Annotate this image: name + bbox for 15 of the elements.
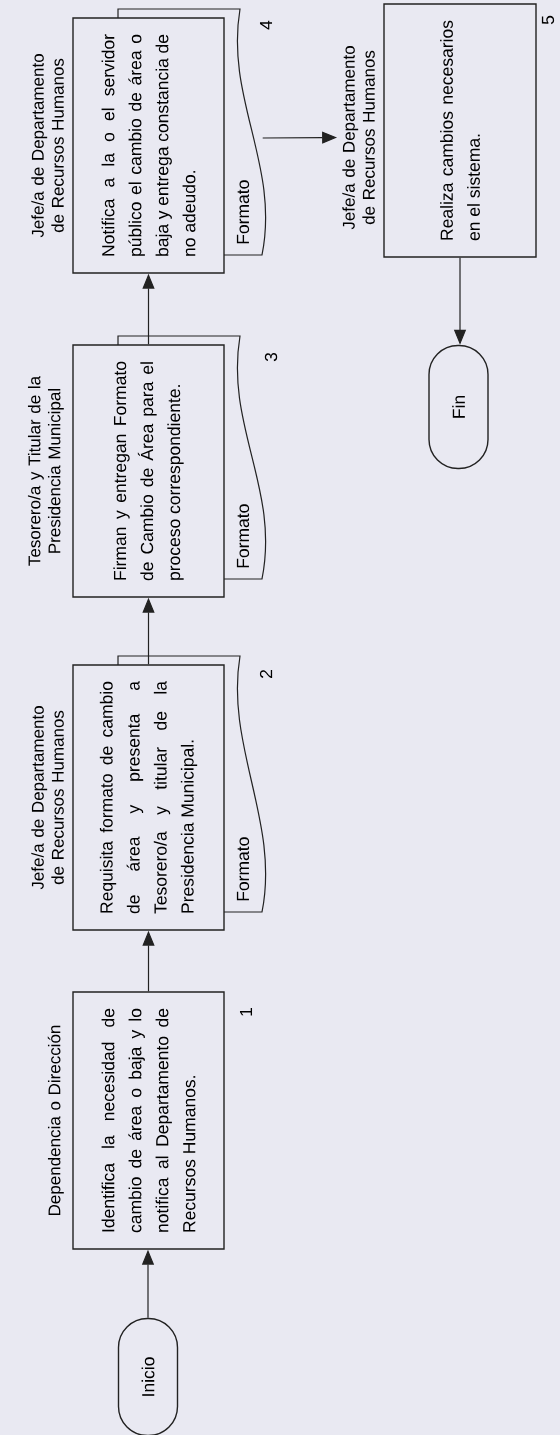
role-heading: Jefe/a de Departamento de Recursos Humanos: [31, 706, 64, 890]
process-box: Realiza cambios necesarios en el sistema.: [383, 3, 537, 258]
role-heading: Jefe/a de Departamento de Recursos Humanos: [342, 46, 375, 230]
document-label: Formato: [236, 504, 250, 568]
step-number: 2: [259, 670, 273, 678]
document-label: Formato: [236, 180, 250, 244]
process-box: Identifica la necesidad de cambio de área o baja y lo notifica al Departamento de Recursos Humanos.: [72, 991, 225, 1250]
step-number: 4: [260, 20, 272, 30]
step-number: 5: [541, 15, 555, 25]
document-label: Formato: [236, 837, 250, 901]
role-heading: Tesorero/a y Titular de la Presidencia Municipal: [27, 375, 64, 566]
step-number: 3: [264, 352, 278, 362]
role-heading: Dependencia o Dirección: [47, 1025, 64, 1215]
step-number: 1: [240, 1008, 252, 1016]
role-heading: Jefe/a de Departamento de Recursos Humanos: [31, 54, 64, 238]
